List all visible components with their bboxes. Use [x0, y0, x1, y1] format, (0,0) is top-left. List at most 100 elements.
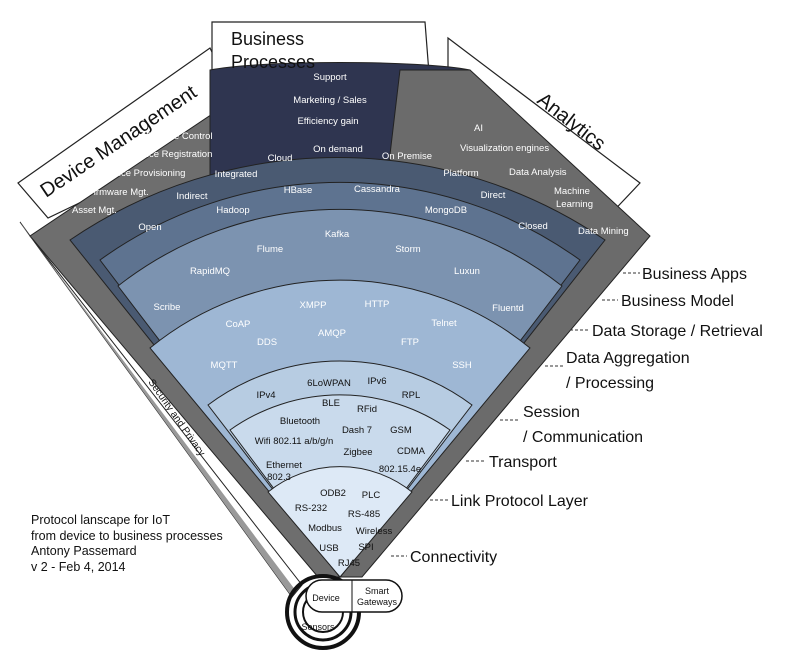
transport-items: 6LoWPAN IPv4 IPv6 RPL: [256, 376, 420, 401]
credit-line-2: from device to business processes: [31, 528, 223, 543]
item-integrated: Integrated: [215, 169, 258, 180]
item-usb: USB: [319, 543, 339, 554]
business-apps-device-management: Remote Control Device Registration Devic…: [72, 131, 213, 216]
data-storage-items: Hadoop HBase Cassandra MongoDB: [216, 184, 467, 216]
item-http: HTTP: [365, 299, 390, 310]
credit-line-4: v 2 - Feb 4, 2014: [31, 559, 126, 574]
layer-data-aggregation-2: / Processing: [566, 375, 654, 392]
business-apps-analytics: AI Visualization engines Data Analysis M…: [460, 123, 629, 237]
item-remote-control: Remote Control: [146, 131, 213, 142]
item-efficiency-gain: Efficiency gain: [297, 116, 358, 127]
link-items: BLE Bluetooth RFid Dash 7 GSM Wifi 802.1…: [255, 398, 426, 483]
item-802-3: 802.3: [267, 472, 291, 483]
item-telnet: Telnet: [431, 318, 457, 329]
layer-business-apps: Business Apps: [642, 266, 747, 283]
item-ipv4: IPv4: [256, 390, 275, 401]
item-flume: Flume: [257, 244, 283, 255]
hub-gateway-line1: Smart: [365, 586, 390, 596]
item-cdma: CDMA: [397, 446, 426, 457]
item-device-provisioning: Device Provisioning: [102, 168, 185, 179]
item-ftp: FTP: [401, 337, 419, 348]
layer-business-model: Business Model: [621, 293, 734, 310]
item-gsm: GSM: [390, 425, 412, 436]
item-data-analysis: Data Analysis: [509, 167, 567, 178]
item-odb2: ODB2: [320, 488, 346, 499]
item-support: Support: [313, 72, 347, 83]
hub-gateway-line2: Gateways: [357, 597, 398, 607]
item-learning: Learning: [556, 199, 593, 210]
layer-data-storage: Data Storage / Retrieval: [592, 323, 763, 340]
item-rfid: RFid: [357, 404, 377, 415]
item-mongodb: MongoDB: [425, 205, 467, 216]
hub: Device Smart Gateways Sensors: [285, 574, 403, 650]
item-rpl: RPL: [402, 390, 420, 401]
credit-line-1: Protocol lanscape for IoT: [31, 513, 170, 527]
item-ai: AI: [474, 123, 483, 134]
item-ipv6: IPv6: [367, 376, 386, 387]
item-visualization-engines: Visualization engines: [460, 143, 549, 154]
data-aggregation-items: Scribe RapidMQ Flume Kafka Storm Luxun F…: [154, 229, 524, 314]
layer-rings: [19, 62, 651, 598]
item-scribe: Scribe: [154, 302, 181, 313]
business-apps-business-processes: Support Marketing / Sales Efficiency gai…: [293, 72, 367, 127]
item-direct: Direct: [481, 190, 506, 201]
layer-link: Link Protocol Layer: [451, 493, 589, 510]
item-wifi: Wifi 802.11 a/b/g/n: [255, 436, 334, 447]
item-ble: BLE: [322, 398, 340, 409]
item-wireless: Wireless: [356, 526, 393, 537]
layer-transport: Transport: [489, 454, 557, 471]
item-6lowpan: 6LoWPAN: [307, 378, 351, 389]
item-kafka: Kafka: [325, 229, 350, 240]
item-on-premise: On Premise: [382, 151, 432, 162]
item-ssh: SSH: [452, 360, 472, 371]
item-mqtt: MQTT: [211, 360, 238, 371]
item-fluentd: Fluentd: [492, 303, 524, 314]
item-xmpp: XMPP: [300, 300, 327, 311]
item-coap: CoAP: [226, 319, 251, 330]
connectivity-items: ODB2 PLC RS-232 RS-485 Modbus Wireless U…: [295, 488, 393, 569]
security-band-hatch: [20, 222, 296, 597]
layer-label-text: Business Apps Business Model Data Storag…: [410, 266, 763, 566]
item-firmware-mgt: Firmware Mgt.: [88, 187, 149, 198]
item-cloud: Cloud: [268, 153, 293, 164]
item-ethernet: Ethernet: [266, 460, 302, 471]
item-zigbee: Zigbee: [343, 447, 372, 458]
item-cassandra: Cassandra: [354, 184, 401, 195]
hub-sensors-label: Sensors: [301, 622, 335, 632]
gateway-pill[interactable]: [305, 579, 403, 613]
item-asset-mgt: Asset Mgt.: [72, 205, 117, 216]
credit-block: Protocol lanscape for IoT from device to…: [31, 513, 223, 575]
item-storm: Storm: [395, 244, 420, 255]
credit-line-3: Antony Passemard: [31, 544, 137, 558]
item-machine: Machine: [554, 186, 590, 197]
ring-connectivity: [267, 466, 413, 578]
item-device-registration: Device Registration: [130, 149, 212, 160]
layer-data-aggregation-1: Data Aggregation: [566, 350, 690, 367]
session-items: CoAP XMPP HTTP Telnet DDS AMQP FTP MQTT …: [211, 299, 472, 371]
item-amqp: AMQP: [318, 328, 346, 339]
item-hbase: HBase: [284, 185, 313, 196]
tab-business-processes-title-2: Processes: [231, 52, 315, 72]
item-marketing-sales: Marketing / Sales: [293, 95, 367, 106]
item-rs232: RS-232: [295, 503, 327, 514]
item-hadoop: Hadoop: [216, 205, 249, 216]
item-platform: Platform: [443, 168, 478, 179]
item-plc: PLC: [362, 490, 381, 501]
item-open: Open: [138, 222, 161, 233]
item-luxun: Luxun: [454, 266, 480, 277]
business-model-items: Open Indirect Integrated Cloud On demand…: [138, 144, 547, 233]
layer-labels: [391, 272, 640, 557]
hub-device-label: Device: [312, 593, 340, 603]
layer-connectivity: Connectivity: [410, 549, 497, 566]
item-modbus: Modbus: [308, 523, 342, 534]
item-data-mining: Data Mining: [578, 226, 629, 237]
item-closed: Closed: [518, 221, 548, 232]
item-rs485: RS-485: [348, 509, 380, 520]
item-rapidmq: RapidMQ: [190, 266, 230, 277]
layer-session-2: / Communication: [523, 429, 643, 446]
tab-business-processes-title-1: Business: [231, 29, 304, 49]
item-indirect: Indirect: [176, 191, 208, 202]
item-bluetooth: Bluetooth: [280, 416, 320, 427]
item-on-demand: On demand: [313, 144, 363, 155]
